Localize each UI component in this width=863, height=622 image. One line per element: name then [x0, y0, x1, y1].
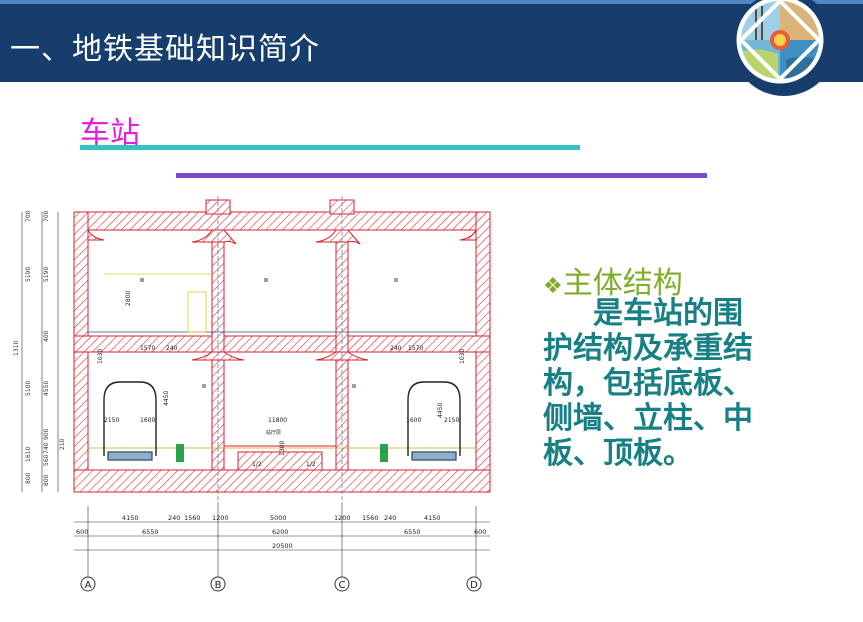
- svg-text:240: 240: [168, 514, 180, 522]
- svg-text:4550: 4550: [43, 381, 50, 396]
- body-line-1: 是车站的围: [593, 296, 743, 331]
- train-profile-right: [407, 381, 461, 461]
- svg-text:400: 400: [43, 330, 50, 342]
- svg-text:11800: 11800: [268, 417, 287, 424]
- svg-text:1/2: 1/2: [306, 461, 316, 468]
- svg-text:2150: 2150: [104, 417, 119, 424]
- svg-text:700: 700: [43, 210, 50, 222]
- svg-text:6550: 6550: [142, 528, 159, 536]
- svg-text:1570: 1570: [408, 345, 423, 352]
- svg-text:600: 600: [76, 528, 88, 536]
- purple-divider: [176, 173, 707, 178]
- svg-text:4450: 4450: [163, 391, 170, 406]
- svg-text:4150: 4150: [424, 514, 441, 522]
- svg-text:240: 240: [390, 345, 402, 352]
- diamond-bullet-icon: ❖: [543, 274, 563, 299]
- svg-text:5190: 5190: [43, 267, 50, 282]
- svg-text:1570: 1570: [140, 345, 155, 352]
- svg-text:240: 240: [384, 514, 396, 522]
- svg-text:1300: 1300: [279, 441, 286, 456]
- svg-text:C: C: [339, 580, 346, 591]
- svg-text:4450: 4450: [437, 403, 444, 418]
- body-line-4: 侧墙、立柱、中: [543, 401, 753, 436]
- svg-text:5190: 5190: [25, 267, 32, 282]
- body-line-3: 构，包括底板、: [543, 366, 753, 401]
- svg-text:6550: 6550: [404, 528, 421, 536]
- svg-text:5100: 5100: [25, 381, 32, 396]
- svg-text:600: 600: [474, 528, 486, 536]
- left-dimensions: 700 700 5190 5190 400 1310 5100 4550 900…: [13, 210, 66, 486]
- svg-text:1600: 1600: [406, 417, 421, 424]
- interior-dimensions: 1570 240 1570 240 1030 1030 2800 4450 44…: [97, 291, 466, 468]
- svg-text:700: 700: [25, 210, 32, 222]
- svg-text:210: 210: [59, 438, 66, 450]
- svg-text:6200: 6200: [272, 528, 289, 536]
- svg-text:1030: 1030: [459, 349, 466, 364]
- svg-text:900: 900: [43, 428, 50, 440]
- bullet-body: 是车站的围 护结构及承重结 构，包括底板、 侧墙、立柱、中 板、顶板。: [543, 296, 788, 471]
- svg-text:2800: 2800: [125, 291, 132, 306]
- svg-text:560: 560: [43, 454, 50, 466]
- logo-emblem: [732, 0, 836, 96]
- svg-text:B: B: [215, 580, 222, 591]
- svg-text:2150: 2150: [444, 417, 459, 424]
- svg-text:1200: 1200: [334, 514, 351, 522]
- svg-text:800: 800: [43, 474, 50, 486]
- body-line-2: 护结构及承重结: [543, 331, 753, 366]
- svg-text:20500: 20500: [272, 542, 293, 550]
- bullet-heading: ❖主体结构: [543, 258, 683, 302]
- svg-text:800: 800: [25, 472, 32, 484]
- svg-text:1560: 1560: [184, 514, 201, 522]
- svg-text:1560: 1560: [362, 514, 379, 522]
- header-bar: 一、地铁基础知识简介: [0, 0, 863, 82]
- station-cross-section-drawing: 700 700 5190 5190 400 1310 5100 4550 900…: [13, 196, 491, 592]
- grid-axis-markers: A B C D: [80, 576, 482, 592]
- svg-text:站厅层: 站厅层: [266, 429, 281, 436]
- svg-text:1310: 1310: [13, 341, 20, 356]
- train-profile-left: [103, 381, 157, 461]
- svg-text:4150: 4150: [122, 514, 139, 522]
- svg-text:740: 740: [43, 442, 50, 454]
- svg-text:240: 240: [166, 345, 178, 352]
- svg-text:D: D: [470, 580, 478, 591]
- svg-text:1610: 1610: [25, 447, 32, 462]
- body-line-5: 板、顶板。: [543, 436, 693, 471]
- bullet-heading-text: 主体结构: [562, 266, 683, 301]
- svg-text:5000: 5000: [270, 514, 287, 522]
- svg-text:1200: 1200: [212, 514, 229, 522]
- svg-text:1600: 1600: [140, 417, 155, 424]
- svg-text:A: A: [85, 580, 92, 591]
- svg-text:1030: 1030: [97, 349, 104, 364]
- cyan-divider: [80, 145, 580, 150]
- svg-text:1/2: 1/2: [252, 461, 262, 468]
- bottom-dimensions: 600 4150 240 1560 1200 5000 1200 1560 24…: [76, 514, 486, 550]
- page-title: 一、地铁基础知识简介: [10, 32, 320, 67]
